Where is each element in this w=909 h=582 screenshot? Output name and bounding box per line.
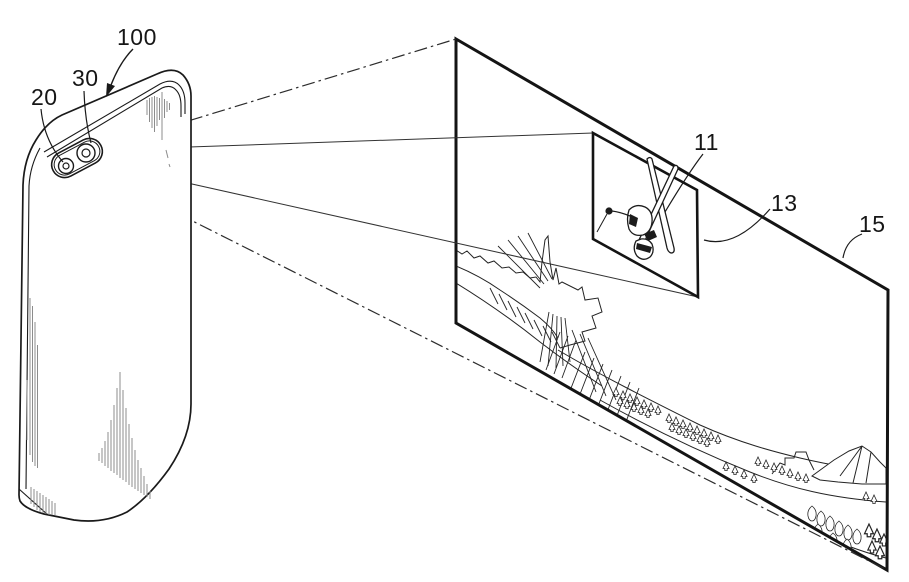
reference-labels: 100 20 30 11 13 15: [31, 24, 886, 259]
phone-body: [18, 69, 192, 522]
camera-pill-inner: [53, 140, 101, 176]
phone: [18, 69, 192, 522]
phone-left-edge-line: [25, 147, 41, 490]
label-inner-frame-leader: [703, 208, 771, 243]
label-tele-camera-leader: [83, 90, 92, 144]
shading-top-right: [146, 92, 170, 140]
wide-camera-lens-inner: [62, 162, 70, 170]
label-device-arrowhead: [106, 83, 115, 97]
phone-shading: [26, 92, 171, 515]
wide-fov-line-bottom: [94, 171, 888, 571]
tele-camera-lens-inner: [81, 148, 91, 158]
wide-fov-line-top: [99, 38, 457, 149]
tele-fov-line-bottom: [97, 162, 699, 298]
label-subject-leader: [664, 153, 704, 213]
label-wide-camera: 20: [31, 84, 58, 110]
label-device-leader: [110, 48, 134, 86]
slope-line-lower: [456, 282, 603, 387]
skier-body: [626, 204, 653, 237]
shading-near-camera: [165, 149, 171, 168]
outer-frame-border: [454, 36, 890, 573]
terrace-curve-2: [599, 399, 887, 503]
inner-zoom-frame: [591, 130, 700, 300]
landscape-drawing: [456, 232, 888, 560]
label-subject: 11: [694, 129, 719, 155]
mountain-ridge: [456, 234, 603, 349]
skier-goggles: [636, 243, 652, 253]
label-tele-camera: 30: [72, 65, 99, 91]
rocky-mountain: [771, 445, 887, 485]
label-inner-frame: 13: [771, 190, 798, 216]
phone-top-band-line-1: [43, 80, 186, 153]
label-outer-frame-leader: [842, 233, 863, 259]
skier-boots: [644, 230, 657, 241]
outer-scene-frame: [454, 36, 890, 573]
wide-camera-lens: [57, 157, 75, 175]
camera-pill: [50, 137, 104, 179]
label-outer-frame: 15: [859, 211, 886, 237]
slope-line-upper: [456, 265, 559, 339]
shading-bottom-center: [98, 372, 151, 499]
skier-arm: [611, 210, 631, 217]
skier-glove: [605, 207, 613, 215]
phone-top-band-line-2: [46, 85, 182, 158]
shading-left-column: [26, 298, 38, 468]
skier-drawing: [596, 156, 679, 260]
slope-cross-hatching: [489, 287, 561, 349]
shading-bottom-left: [30, 487, 56, 515]
tele-camera-lens: [76, 143, 96, 163]
label-device: 100: [117, 24, 157, 50]
label-wide-camera-leader: [40, 108, 64, 163]
skier-harness: [629, 214, 638, 227]
ski-pole: [596, 213, 608, 233]
outer-frame-surface: [456, 39, 888, 570]
